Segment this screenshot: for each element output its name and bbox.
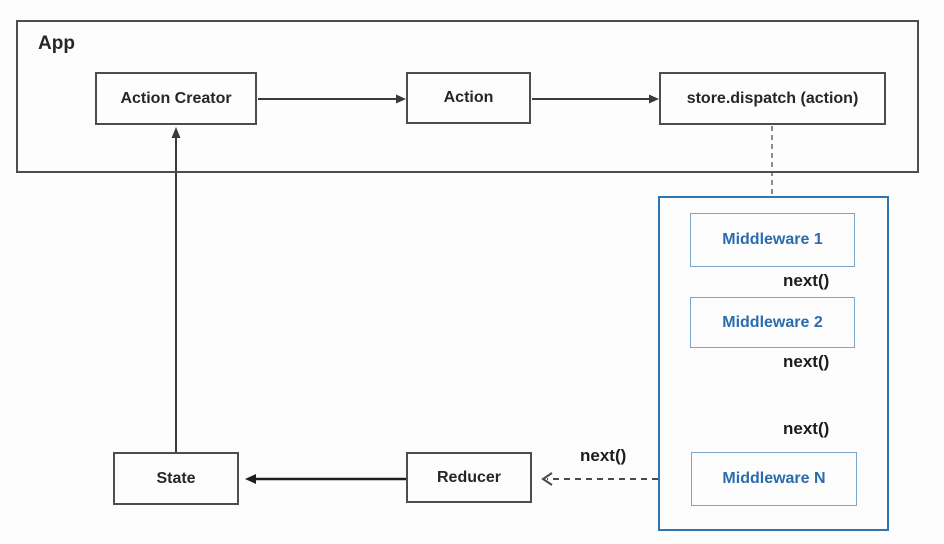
node-middleware-1: Middleware 1: [690, 213, 855, 267]
edge-label-next-before-mwn: next(): [783, 419, 830, 438]
node-store-dispatch: store.dispatch (action): [659, 72, 886, 125]
app-container-label: App: [38, 33, 75, 54]
edge-label-next-after-mw2: next(): [783, 352, 830, 371]
node-action-creator-label: Action Creator: [120, 89, 232, 107]
edge-label-next-to-reducer: next(): [580, 446, 627, 465]
edge-label-next-after-mw1: next(): [783, 271, 830, 290]
app-container: App: [16, 20, 919, 173]
node-middleware-n-label: Middleware N: [722, 470, 826, 487]
node-middleware-2: Middleware 2: [690, 297, 855, 348]
node-middleware-2-label: Middleware 2: [722, 313, 823, 331]
node-reducer: Reducer: [406, 452, 532, 503]
node-action-creator: Action Creator: [95, 72, 257, 125]
arrow-action-to-dispatch: [532, 94, 659, 104]
node-state: State: [113, 452, 239, 505]
node-state-label: State: [156, 469, 196, 487]
node-reducer-label: Reducer: [436, 468, 502, 486]
arrow-state-to-action-creator: [171, 127, 181, 452]
arrow-action-creator-to-action: [258, 94, 406, 104]
node-store-dispatch-label: store.dispatch (action): [686, 89, 859, 107]
node-middleware-1-label: Middleware 1: [722, 231, 823, 248]
node-action: Action: [406, 72, 531, 124]
node-middleware-n: Middleware N: [691, 452, 857, 506]
node-action-label: Action: [443, 89, 494, 106]
arrow-reducer-to-state: [245, 474, 406, 484]
